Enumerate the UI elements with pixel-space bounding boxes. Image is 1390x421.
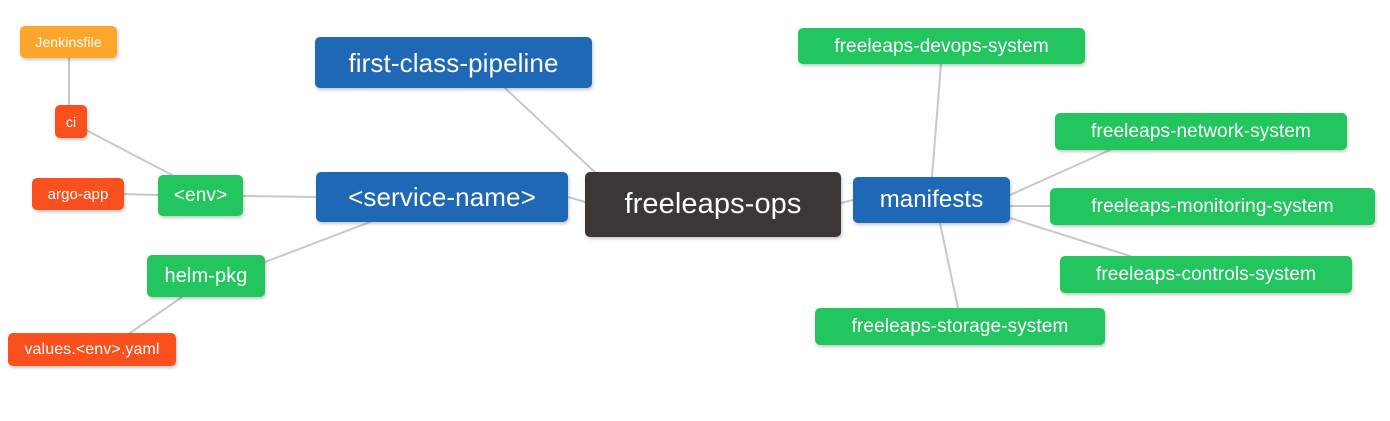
edge-freeleaps-ops-to-first-class-pipeline [504,87,601,178]
node-freeleaps-ops[interactable]: freeleaps-ops [585,172,841,237]
node-label-network-system: freeleaps-network-system [1091,121,1311,142]
node-label-freeleaps-ops: freeleaps-ops [624,188,802,220]
node-values-env-yaml[interactable]: values.<env>.yaml [8,333,176,366]
edge-env-to-ci [85,129,173,176]
node-label-first-class-pipeline: first-class-pipeline [348,47,559,78]
node-label-storage-system: freeleaps-storage-system [851,316,1069,337]
edge-helm-pkg-to-values-env-yaml [129,296,183,334]
node-argo-app[interactable]: argo-app [32,178,124,210]
edge-freeleaps-ops-to-manifests [840,199,854,204]
node-label-controls-system: freeleaps-controls-system [1095,264,1317,285]
node-manifests[interactable]: manifests [853,177,1010,223]
node-label-service-name: <service-name> [348,182,536,212]
node-env[interactable]: <env> [158,175,243,216]
node-service-name[interactable]: <service-name> [316,172,568,222]
node-label-manifests: manifests [879,186,984,213]
node-first-class-pipeline[interactable]: first-class-pipeline [315,37,592,88]
edge-service-name-to-env [242,195,317,198]
edge-freeleaps-ops-to-service-name [567,196,586,203]
node-label-values-env-yaml: values.<env>.yaml [24,340,160,358]
node-controls-system[interactable]: freeleaps-controls-system [1060,256,1352,293]
edge-manifests-to-storage-system [939,222,959,309]
node-helm-pkg[interactable]: helm-pkg [147,255,265,297]
node-jenkinsfile[interactable]: Jenkinsfile [20,26,117,58]
node-label-devops-system: freeleaps-devops-system [834,35,1049,57]
node-label-env: <env> [173,185,228,206]
node-label-jenkinsfile: Jenkinsfile [35,34,102,50]
node-label-argo-app: argo-app [47,185,109,203]
node-label-ci: ci [65,113,77,130]
node-monitoring-system[interactable]: freeleaps-monitoring-system [1050,188,1375,225]
node-storage-system[interactable]: freeleaps-storage-system [815,308,1105,345]
node-label-monitoring-system: freeleaps-monitoring-system [1091,196,1334,217]
node-ci[interactable]: ci [55,105,87,138]
edge-manifests-to-devops-system [931,63,942,178]
edge-env-to-argo-app [123,193,159,196]
node-network-system[interactable]: freeleaps-network-system [1055,113,1347,150]
node-devops-system[interactable]: freeleaps-devops-system [798,28,1085,64]
edge-service-name-to-helm-pkg [264,221,371,263]
node-label-helm-pkg: helm-pkg [164,265,248,287]
